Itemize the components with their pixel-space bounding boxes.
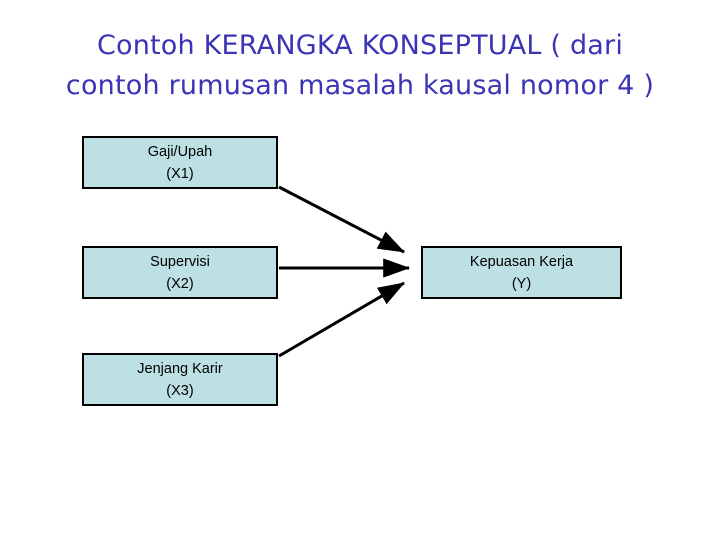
node-kepuasan-kerja-label: Kepuasan Kerja	[469, 253, 574, 270]
page-title: Contoh KERANGKA KONSEPTUAL ( dari contoh…	[65, 30, 655, 101]
node-jenjang-karir-label: Jenjang Karir	[137, 360, 223, 377]
node-supervisi-code: (X2)	[166, 275, 194, 292]
arrow-x1-to-y	[278, 185, 406, 254]
arrow-x3-to-y	[278, 281, 406, 358]
node-kepuasan-kerja[interactable]: Kepuasan Kerja (Y)	[421, 246, 622, 299]
node-jenjang-karir[interactable]: Jenjang Karir (X3)	[82, 353, 278, 406]
node-supervisi[interactable]: Supervisi (X2)	[82, 246, 278, 299]
node-supervisi-label: Supervisi	[150, 253, 210, 270]
node-jenjang-karir-code: (X3)	[166, 382, 194, 399]
node-kepuasan-kerja-code: (Y)	[511, 275, 532, 292]
node-gaji-upah[interactable]: Gaji/Upah (X1)	[82, 136, 278, 189]
node-gaji-upah-code: (X1)	[166, 165, 194, 182]
node-gaji-upah-label: Gaji/Upah	[147, 143, 213, 160]
